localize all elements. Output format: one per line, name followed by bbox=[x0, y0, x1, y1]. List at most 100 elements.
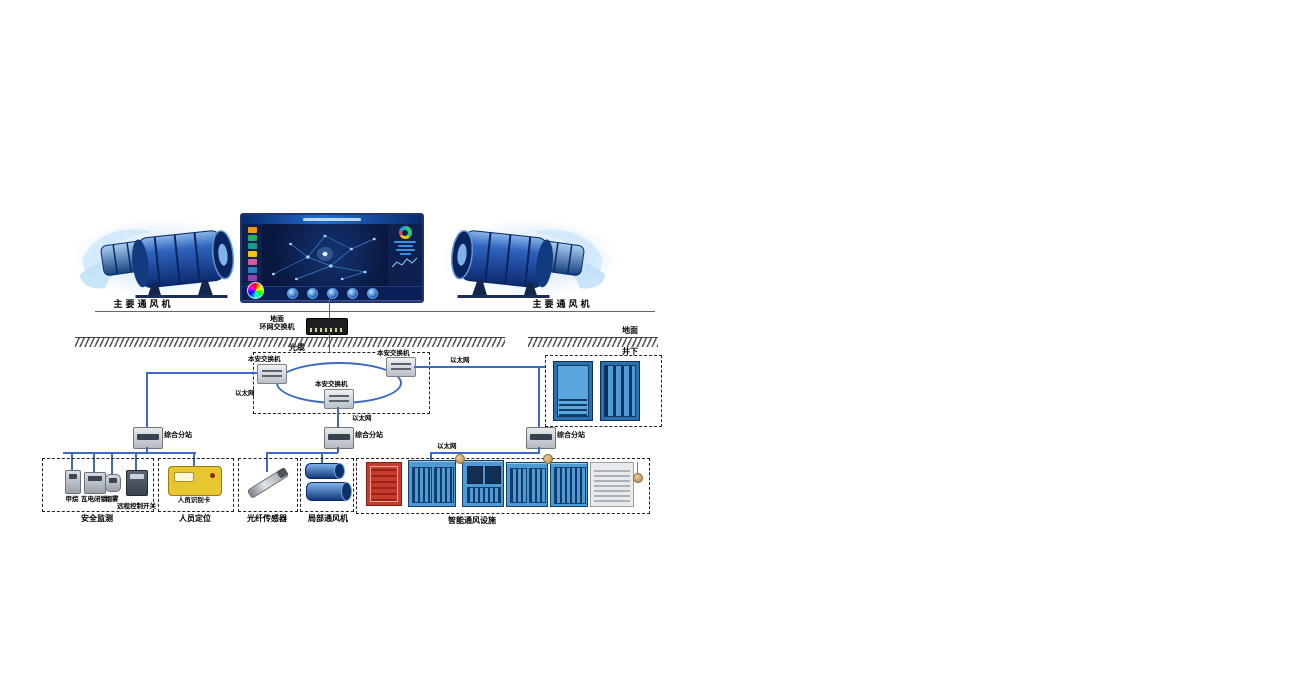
ring-switch-right-label: 本安交换机 bbox=[377, 350, 410, 358]
screen-orb-icon bbox=[326, 288, 338, 299]
connector-line bbox=[93, 452, 95, 472]
substation-right-device bbox=[526, 427, 556, 449]
network-map-graphic bbox=[271, 234, 376, 281]
connector-line bbox=[337, 407, 339, 427]
gauge-donut-chart bbox=[398, 226, 412, 239]
ethernet-label-left: 以太网 bbox=[235, 390, 255, 397]
ring-switch-bottom-device bbox=[324, 389, 354, 409]
substation-right-label: 综合分站 bbox=[557, 432, 585, 439]
screen-right-panel bbox=[388, 224, 422, 286]
main-fan-right bbox=[445, 220, 610, 300]
local-fan-label: 局部通风机 bbox=[308, 514, 348, 523]
power-lock-label: 瓦电闭锁 bbox=[81, 496, 107, 503]
ground-hatch-right bbox=[528, 337, 658, 347]
smart-ventilation-box bbox=[356, 458, 650, 514]
surface-baseline bbox=[95, 311, 655, 312]
hanging-wire bbox=[637, 462, 638, 474]
monitor-screen bbox=[240, 213, 424, 303]
substation-left-label: 综合分站 bbox=[164, 432, 192, 439]
sensor-ball-icon bbox=[543, 454, 553, 464]
connector-line bbox=[135, 452, 137, 470]
ground-ring-switch-device bbox=[306, 318, 348, 335]
ethernet-label-center: 以太网 bbox=[352, 415, 372, 422]
screen-orb-icon bbox=[286, 288, 298, 299]
screen-menu-icon bbox=[247, 259, 257, 265]
personnel-id-card-label: 人员识别卡 bbox=[177, 497, 211, 504]
remote-switch-label: 远程控制开关 bbox=[117, 503, 156, 510]
ring-switch-left-label: 本安交换机 bbox=[248, 356, 281, 364]
connector-line bbox=[193, 452, 195, 466]
screen-titlebar bbox=[242, 215, 422, 224]
louver-panel-device bbox=[590, 462, 634, 507]
sensor-ball-icon bbox=[455, 454, 465, 464]
connector-line bbox=[266, 452, 338, 454]
safety-monitoring-label: 安全监测 bbox=[81, 514, 113, 523]
screen-menu-icon bbox=[247, 243, 257, 249]
connector-line bbox=[414, 366, 545, 368]
connector-line bbox=[71, 452, 73, 470]
screen-menu-icon bbox=[247, 275, 257, 281]
fiber-sensor-box bbox=[238, 458, 298, 512]
screen-body bbox=[242, 224, 422, 286]
substation-center-device bbox=[324, 427, 354, 449]
connector-line bbox=[430, 452, 540, 454]
vent-door-slatted-device bbox=[600, 361, 640, 421]
vent-cabinet-device bbox=[506, 462, 548, 507]
personnel-positioning-label: 人员定位 bbox=[179, 514, 211, 523]
connector-line bbox=[146, 372, 148, 427]
connector-line bbox=[146, 447, 148, 453]
connector-line bbox=[63, 452, 196, 454]
surface-label: 地面 bbox=[622, 326, 638, 335]
vent-cabinet-device bbox=[462, 460, 504, 507]
screen-orb-icon bbox=[306, 288, 318, 299]
fiber-sensor-label: 光纤传感器 bbox=[247, 514, 287, 523]
local-fan-device bbox=[305, 463, 345, 479]
screen-menu-icon bbox=[247, 251, 257, 257]
color-wheel-icon bbox=[247, 282, 264, 299]
connector-line bbox=[111, 452, 113, 474]
screen-menu-icon bbox=[247, 235, 257, 241]
vent-cabinet-device bbox=[408, 460, 456, 507]
screen-orb-icon bbox=[346, 288, 358, 299]
switch-ring-box bbox=[253, 352, 430, 414]
screen-menu-icon bbox=[247, 267, 257, 273]
ring-switch-bottom-label: 本安交换机 bbox=[315, 381, 348, 389]
local-fan-box bbox=[300, 458, 354, 512]
screen-network-map bbox=[262, 224, 388, 286]
ring-switch-right-device bbox=[386, 357, 416, 377]
connector-line bbox=[538, 447, 540, 453]
local-fan-device bbox=[306, 482, 352, 501]
stat-bar bbox=[395, 249, 415, 251]
smart-ventilation-label: 智能通风设施 bbox=[448, 516, 496, 525]
screen-orb-icon bbox=[366, 288, 378, 299]
screen-menu-icon bbox=[247, 227, 257, 233]
vent-cabinet-device bbox=[550, 462, 588, 507]
stat-bar bbox=[399, 253, 411, 255]
screen-bottom-icons bbox=[242, 282, 422, 300]
main-fan-right-label: 主要通风机 bbox=[532, 299, 593, 309]
switch-ports bbox=[310, 328, 344, 332]
personnel-positioning-box bbox=[158, 458, 234, 512]
methane-sensor-device bbox=[65, 470, 81, 494]
main-fan-left bbox=[75, 220, 240, 300]
main-fan-right-graphic bbox=[451, 229, 606, 298]
screen-drop-line bbox=[329, 299, 330, 319]
connector-line bbox=[147, 372, 257, 374]
air-window-red-device bbox=[366, 462, 402, 506]
stat-bar bbox=[394, 241, 416, 243]
connector-line bbox=[321, 452, 323, 463]
connector-line bbox=[538, 366, 540, 427]
ethernet-label-right: 以太网 bbox=[450, 357, 470, 364]
main-fan-left-graphic bbox=[79, 229, 234, 298]
underground-label: 井下 bbox=[622, 347, 638, 356]
trend-line-chart bbox=[392, 257, 418, 268]
optical-cable-label: 光缆 bbox=[289, 343, 305, 352]
ring-switch-left-device bbox=[257, 364, 287, 384]
underground-doors-box bbox=[545, 355, 662, 427]
substation-center-label: 综合分站 bbox=[355, 432, 383, 439]
main-fan-left-label: 主要通风机 bbox=[113, 299, 174, 309]
methane-label: 甲烷 bbox=[65, 496, 79, 503]
connector-line bbox=[337, 447, 339, 453]
remote-switch-device bbox=[126, 470, 148, 496]
